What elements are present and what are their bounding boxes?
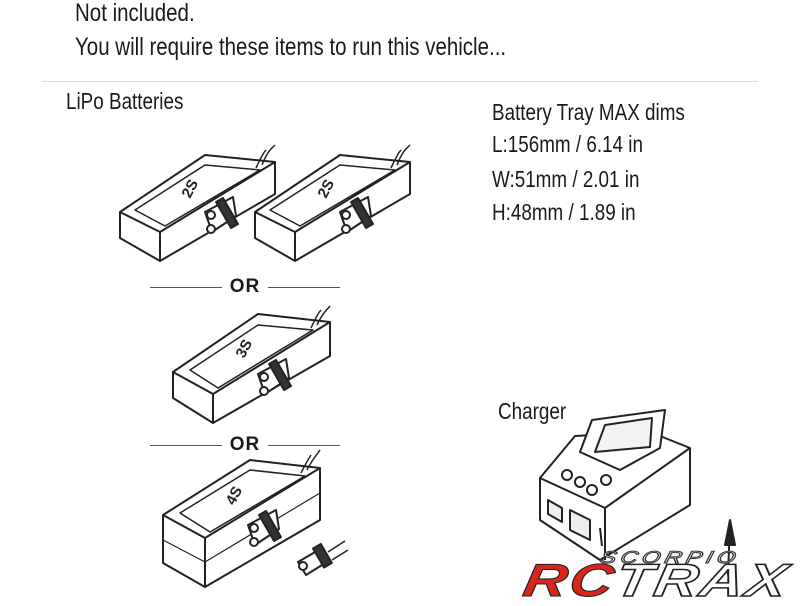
charger-icon — [539, 409, 736, 576]
section-divider — [42, 81, 758, 82]
battery-tray-title: Battery Tray MAX dims — [492, 99, 685, 125]
lipo-batteries-title: LiPo Batteries — [66, 88, 184, 114]
charger-title: Charger — [498, 398, 567, 424]
tray-width: W:51mm / 2.01 in — [492, 166, 640, 192]
logo-rc: RC — [519, 553, 621, 606]
rc-trax-logo: RCTRAX — [519, 553, 795, 606]
battery-4s-icon — [162, 449, 349, 588]
pack-label: 4S — [223, 484, 247, 508]
tray-length: L:156mm / 6.14 in — [492, 131, 643, 157]
header-requirement: You will require these items to run this… — [75, 33, 507, 61]
or-label: OR — [229, 276, 261, 297]
or-separator-2: OR — [150, 434, 340, 456]
battery-2s-icon — [119, 144, 276, 262]
tray-height: H:48mm / 1.89 in — [492, 199, 636, 225]
pack-label: 2S — [315, 177, 339, 201]
pack-label: 2S — [179, 177, 203, 201]
header-note: Not included. — [75, 0, 195, 27]
battery-3s-icon — [172, 305, 331, 424]
pack-label: 3S — [233, 337, 257, 361]
or-separator-1: OR — [150, 276, 340, 298]
battery-2s-icon — [254, 144, 411, 262]
logo-trax: TRAX — [610, 553, 794, 606]
or-label: OR — [229, 434, 261, 455]
